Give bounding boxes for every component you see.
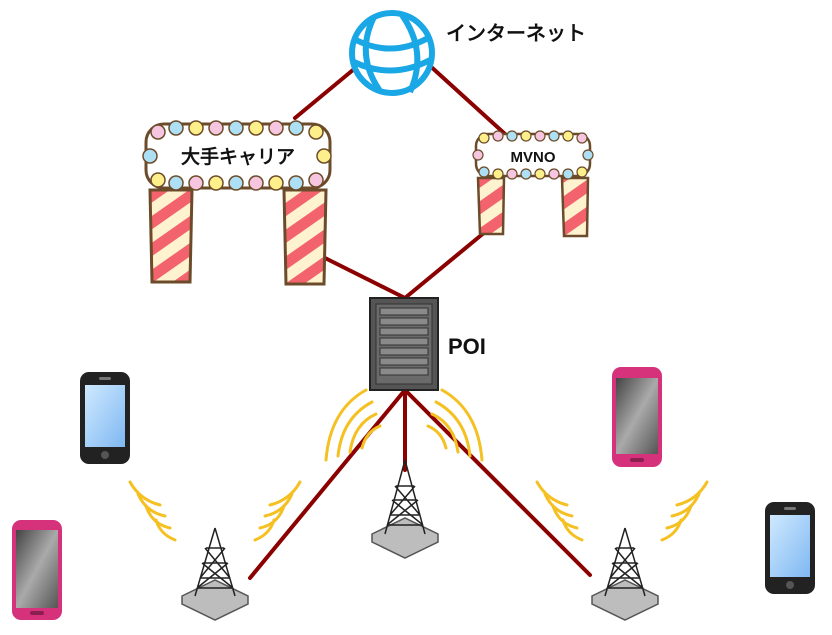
link-mvno-poi: [403, 230, 487, 300]
mvno-label: MVNO: [511, 149, 556, 166]
major-carrier-gate-icon: [142, 120, 332, 286]
link-major-poi: [323, 256, 407, 300]
cell-tower-icon-right: [591, 527, 659, 621]
internet-label: インターネット: [446, 22, 586, 45]
smartphone-icon-pink-2: [612, 367, 662, 467]
major-carrier-label: 大手キャリア: [181, 145, 295, 168]
link-poi-tower-right: [403, 388, 592, 577]
cell-tower-icon-center: [371, 459, 439, 559]
smartphone-icon-pink-1: [12, 520, 62, 620]
server-rack-icon: [369, 297, 439, 391]
smartphone-icon-black-1: [80, 372, 130, 464]
globe-icon: [349, 10, 435, 96]
signal-waves-icon: [128, 388, 709, 542]
smartphone-icon-black-2: [765, 502, 815, 594]
cell-tower-icon-left: [181, 527, 249, 621]
mvno-gate-icon: [472, 130, 594, 238]
poi-label: POI: [448, 334, 486, 359]
network-links: [248, 58, 592, 580]
link-internet-mvno: [426, 62, 507, 136]
link-poi-tower-left: [248, 388, 407, 580]
